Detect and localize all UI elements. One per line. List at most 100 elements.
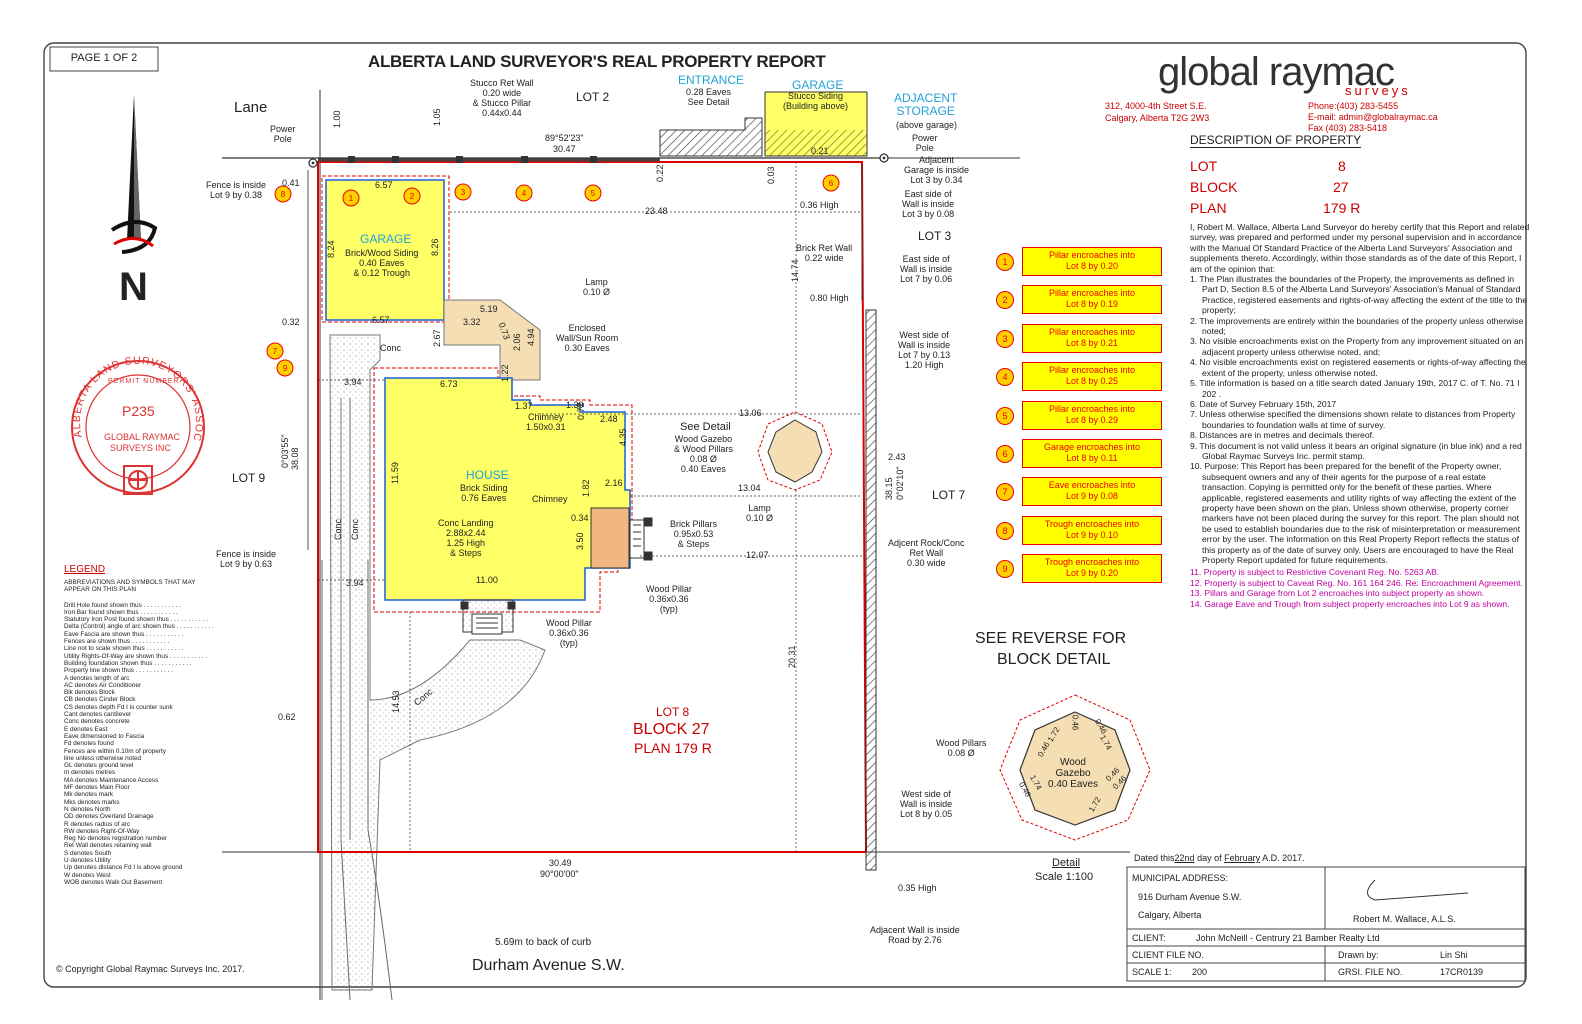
dimension-label: 5.19: [480, 304, 498, 314]
dimension-label: 11.00: [476, 575, 498, 585]
encroachment-line1: Trough encroaches into: [1044, 518, 1140, 529]
certification-item: 7. Unless otherwise specified the dimens…: [1190, 409, 1516, 430]
curb-label: 5.69m to back of curb: [495, 937, 592, 948]
dimension-label: 3.94: [346, 578, 364, 588]
dimension-label: 0.62: [278, 712, 296, 722]
dimension-label: 1.00: [332, 110, 342, 128]
stamp-name2: SURVEYS INC: [110, 443, 171, 453]
legend-abbrev-item: Conc denotes concrete: [64, 718, 130, 726]
encroachment-marker: 3: [454, 183, 472, 201]
legend-symbol-item: Statutory Iron Post found shown thus . .…: [64, 616, 208, 624]
dimension-label: 0.21: [811, 146, 829, 156]
dimension-label: 12.07: [746, 550, 769, 560]
east-dist: 38.15: [884, 477, 894, 500]
encroachment-line2: Lot 9 by 0.08: [1065, 491, 1119, 502]
encroachment-marker: 6: [822, 174, 840, 192]
gazebo-detail-pillars: Wood Pillars 0.08 Ø: [936, 738, 987, 759]
brick-pillars: Brick Pillars 0.95x0.53 & Steps: [670, 519, 718, 550]
high-036: 0.36 High: [800, 200, 839, 210]
surveyor-name: Robert M. Wallace, A.L.S.: [1353, 914, 1456, 924]
encroachment-number: 7: [996, 483, 1014, 502]
certification-item: 1. The Plan illustrates the boundaries o…: [1190, 274, 1528, 316]
dimension-label: 4.94: [526, 328, 536, 346]
plan-label: PLAN: [1190, 200, 1227, 216]
dimension-label: 1.22: [500, 364, 510, 382]
house-label: HOUSE: [466, 468, 509, 482]
legend-abbrev-item: MF denotes Main Floor: [64, 784, 130, 792]
municipal-label: MUNICIPAL ADDRESS:: [1132, 873, 1229, 883]
address-line2: Calgary, Alberta: [1138, 910, 1202, 920]
legend-abbrev-item: Fd denotes found: [64, 740, 114, 748]
bearing-top: 89°52'23": [545, 133, 584, 143]
garage-note: Brick/Wood Siding 0.40 Eaves & 0.12 Trou…: [345, 248, 419, 279]
stamp-name1: GLOBAL RAYMAC: [104, 432, 181, 442]
certification-intro: I, Robert M. Wallace, Alberta Land Surve…: [1190, 222, 1530, 274]
encroachment-marker-number: 9: [283, 364, 288, 373]
street-label: Durham Avenue S.W.: [472, 957, 625, 974]
certification-item: 4. No visible encroachments exist on reg…: [1190, 357, 1526, 378]
legend-abbrev-item: CB denotes Cinder Block: [64, 696, 136, 704]
entrance-note: 0.28 Eaves See Detail: [686, 87, 732, 108]
dimension-label: 2.06: [512, 333, 522, 351]
legend-abbrev-item: Mk denotes mark: [64, 791, 114, 799]
dimension-label: 2.67: [432, 329, 442, 347]
page-title: ALBERTA LAND SURVEYOR'S REAL PROPERTY RE…: [368, 52, 826, 71]
wood-deck: [590, 507, 630, 569]
dimension-label: 14.74: [790, 259, 800, 282]
encroachment-marker: 9: [276, 359, 294, 377]
dist-bottom: 30.49: [549, 858, 572, 868]
chimney2-label: Chimney: [532, 494, 568, 504]
certification-extra-item: 12. Property is subject to Caveat Reg. N…: [1190, 577, 1523, 588]
legend-abbrev-item: Mks denotes marks: [64, 798, 120, 806]
legend-abbrev-item: U denotes Utility: [64, 856, 111, 864]
legend-abbrev-item: W denotes West: [64, 871, 111, 879]
see-reverse1: SEE REVERSE FOR: [975, 630, 1127, 647]
north-arrow-icon: [110, 95, 158, 254]
adjacent-storage-label: ADJACENT STORAGE: [894, 91, 958, 119]
stamp-permit: PERMIT NUMBER: [108, 378, 180, 385]
high-080: 0.80 High: [810, 293, 849, 303]
company-email: E-mail: admin@globalraymac.ca: [1308, 112, 1438, 122]
adjacent-garage-note: Adjacent Garage is inside Lot 3 by 0.34: [904, 155, 970, 186]
encroachment-line1: Pillar encroaches into: [1048, 403, 1136, 414]
dimension-label: 3.50: [575, 532, 585, 550]
encroachment-marker: 5: [584, 184, 602, 202]
grsi-label: GRSI. FILE NO.: [1338, 967, 1403, 977]
dimension-label: 11.59: [390, 462, 400, 484]
entrance-label: ENTRANCE: [678, 73, 745, 87]
encroachment-line1: Pillar encroaches into: [1048, 288, 1136, 299]
high-035: 0.35 High: [898, 883, 937, 893]
dist-top: 30.47: [553, 144, 576, 154]
encroachment-line1: Pillar encroaches into: [1048, 365, 1136, 376]
client-label: CLIENT:: [1132, 933, 1166, 943]
lot3-label: LOT 3: [918, 229, 952, 243]
page-label: PAGE 1 OF 2: [70, 52, 138, 64]
conc-label3: Conc: [350, 518, 360, 540]
certification-item: 6. Date of Survey February 15th, 2017: [1190, 398, 1337, 409]
dimension-label: 2.16: [605, 478, 623, 488]
stucco-wall-label: Stucco Ret Wall 0.20 wide & Stucco Pilla…: [470, 78, 534, 119]
legend-abbrev-item: Blk denotes Block: [64, 689, 115, 697]
encroachment-number: 9: [996, 560, 1014, 579]
legend-symbol-item: Drill Hole found shown thus . . . . . . …: [64, 601, 181, 609]
company-fax: Fax (403) 283-5418: [1308, 123, 1388, 133]
encroachment-number: 1: [996, 253, 1014, 271]
certification-item: 2. The improvements are entirely within …: [1190, 315, 1524, 337]
encroachment-line1: Pillar encroaches into: [1048, 326, 1136, 337]
legend-abbrev-item: N denotes North: [64, 805, 111, 813]
permit-stamp: [71, 360, 205, 495]
dimension-label: 6.73: [440, 379, 458, 389]
dimension-label: 0.03: [766, 166, 776, 184]
legend-symbol-item: Utility Rights-Of-Way are shown thus . .…: [64, 652, 208, 660]
garage-top-note: Stucco Siding (Building above): [783, 91, 849, 112]
encroachment-line2: Lot 8 by 0.19: [1065, 299, 1119, 310]
bearing-bottom: 90°00'00": [540, 869, 579, 879]
dimension-label: 1.05: [432, 108, 442, 126]
power-pole-label: Power Pole: [270, 124, 296, 145]
adjacent-garage-hatch: [765, 130, 867, 156]
see-detail: See Detail: [680, 421, 731, 433]
garage-top-label: GARAGE: [792, 78, 844, 92]
